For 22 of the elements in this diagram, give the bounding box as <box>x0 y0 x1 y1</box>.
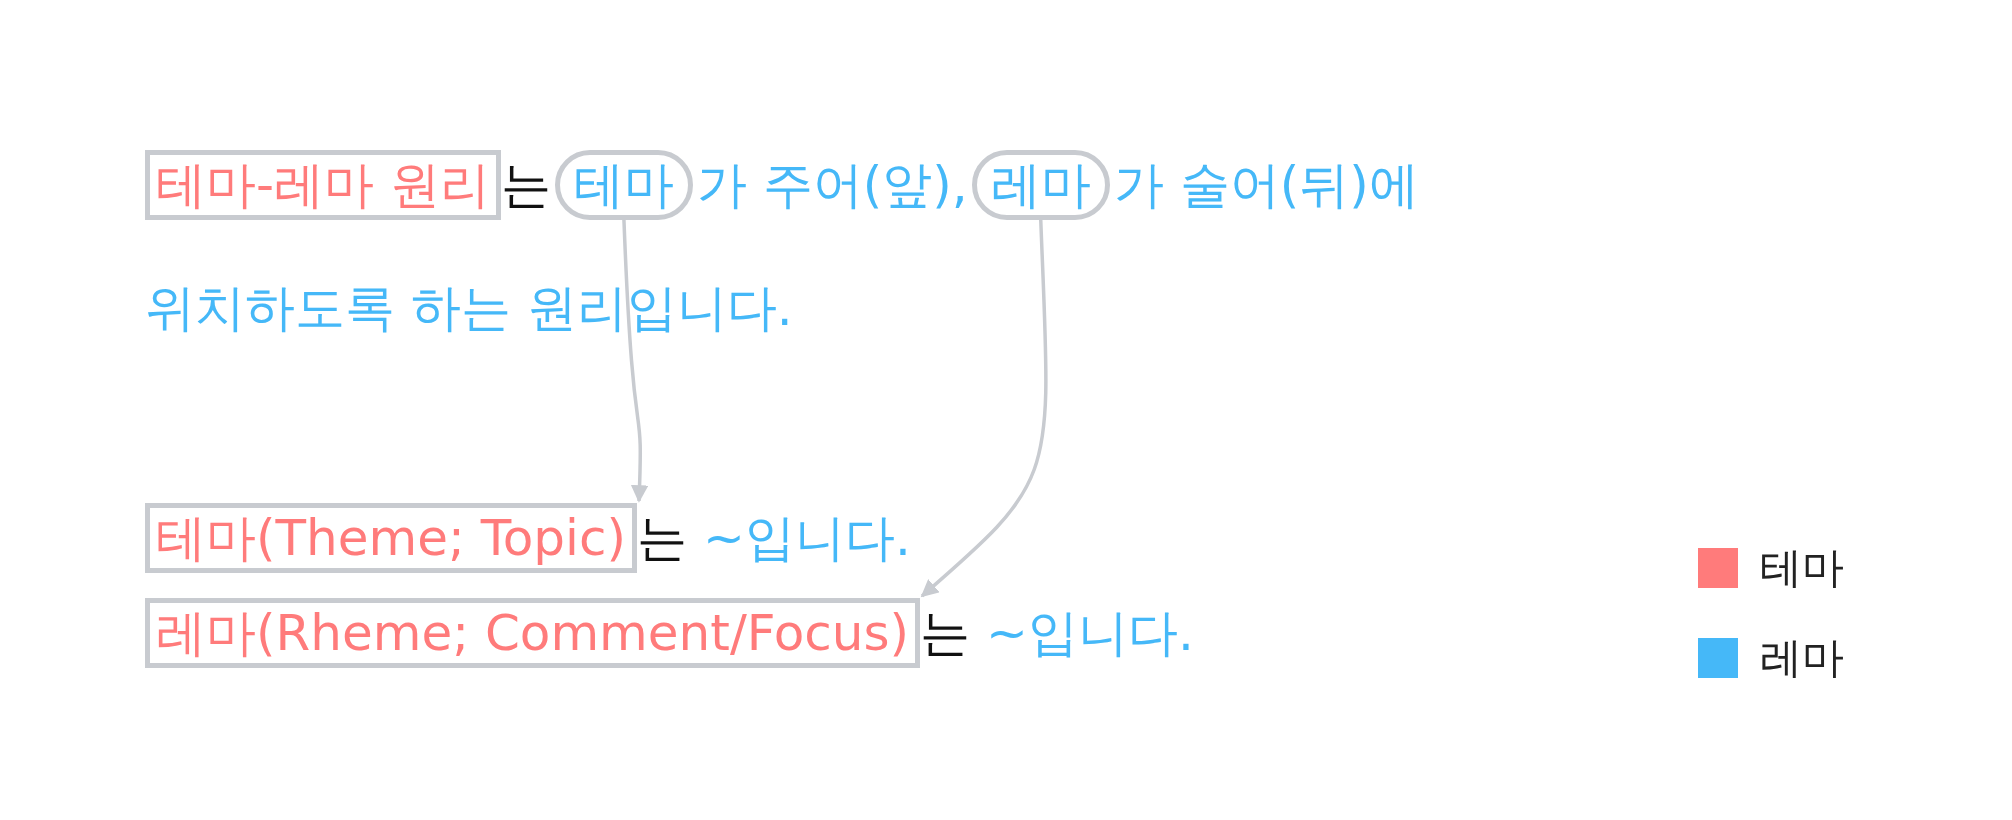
term-text: 테마(Theme; Topic) <box>156 509 626 567</box>
term-text: 레마 <box>990 156 1091 214</box>
arrow <box>920 219 1048 598</box>
sentence-text: ~입니다. <box>986 603 1194 663</box>
arrow <box>622 219 649 503</box>
highlight-pill <box>554 150 693 220</box>
sentence-text: 가 술어(뒤)에 <box>1113 155 1419 215</box>
highlight-pill <box>971 150 1110 220</box>
term-box <box>145 503 637 573</box>
sentence-text: 는 <box>500 155 551 215</box>
term-text: 레마(Rheme; Comment/Focus) <box>156 604 910 662</box>
term-box <box>145 150 501 220</box>
term-text: 테마-레마 원리 <box>156 156 490 214</box>
sentence-text: 는 <box>920 603 971 663</box>
sentence-text: 는 <box>637 508 687 568</box>
legend-label: 레마 <box>1760 632 1844 684</box>
legend-label: 테마 <box>1760 542 1844 594</box>
term-box <box>145 598 921 668</box>
term-text: 테마 <box>573 156 674 214</box>
sentence-text: 위치하도록 하는 원리입니다. <box>145 278 793 338</box>
sentence-text: 가 주어(앞), <box>696 155 968 215</box>
sentence-text: ~입니다. <box>703 508 911 568</box>
